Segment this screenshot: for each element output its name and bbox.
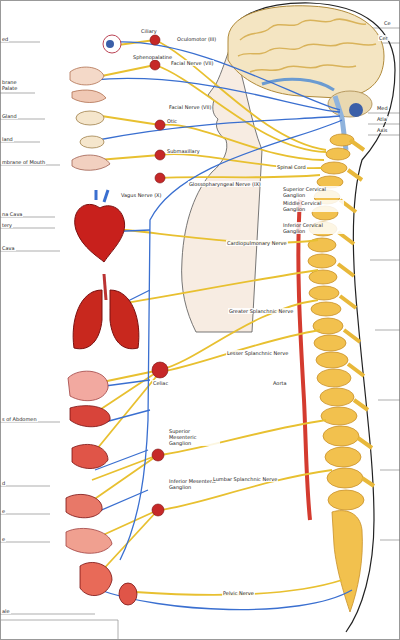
part-label: Oculomotor (III) xyxy=(176,36,217,42)
part-label: Atla xyxy=(376,116,388,122)
part-label: Sphenopalatine xyxy=(132,54,173,60)
part-label: tery xyxy=(1,222,13,228)
part-label: brane Palate xyxy=(1,79,23,91)
part-label: e xyxy=(1,508,6,514)
part-label: mbrane of Mouth xyxy=(1,159,46,165)
part-label: Facial Nerve (VII) xyxy=(168,104,212,110)
part-label: Gland xyxy=(1,113,18,119)
part-label: Superior Cervical Ganglion xyxy=(282,186,344,198)
part-label: Middle Cervical Ganglion xyxy=(282,200,344,212)
part-label: Celiac xyxy=(152,380,169,386)
part-label: s of Abdomen xyxy=(1,416,38,422)
part-label: Cardiopulmonary Nerve xyxy=(226,240,288,246)
part-label: Otic xyxy=(166,118,178,124)
part-label: Superior Mesenteric Ganglion xyxy=(168,428,220,446)
part-label: Ciliary xyxy=(140,28,158,34)
part-label: Cava xyxy=(1,245,16,251)
part-label: na Cava xyxy=(1,211,23,217)
part-label: ale xyxy=(1,608,11,614)
part-label: Lesser Splanchnic Nerve xyxy=(226,350,289,356)
part-label: Vagus Nerve (X) xyxy=(120,192,162,198)
part-label: Aorta xyxy=(272,380,287,386)
part-label: Facial Nerve (VII) xyxy=(170,60,214,66)
part-label: Glossopharyngeal Nerve (IX) xyxy=(188,181,262,187)
part-label: Pelvic Nerve xyxy=(222,590,255,596)
part-label: Ce xyxy=(383,20,392,26)
part-label: Inferior Cervical Ganglion xyxy=(282,222,344,234)
part-label: d xyxy=(1,480,6,486)
part-label: land xyxy=(1,136,14,142)
part-label: ed xyxy=(1,36,9,42)
part-label: Spinal Cord xyxy=(276,164,307,170)
part-label: Submaxillary xyxy=(166,148,201,154)
part-label: e xyxy=(1,536,6,542)
part-label: Lumbar Splanchnic Nerve xyxy=(212,476,278,482)
part-label: Cer xyxy=(378,35,389,41)
part-label: Med xyxy=(376,105,389,111)
part-label: Axis xyxy=(376,127,388,133)
part-label: Greater Splanchnic Nerve xyxy=(228,308,294,314)
